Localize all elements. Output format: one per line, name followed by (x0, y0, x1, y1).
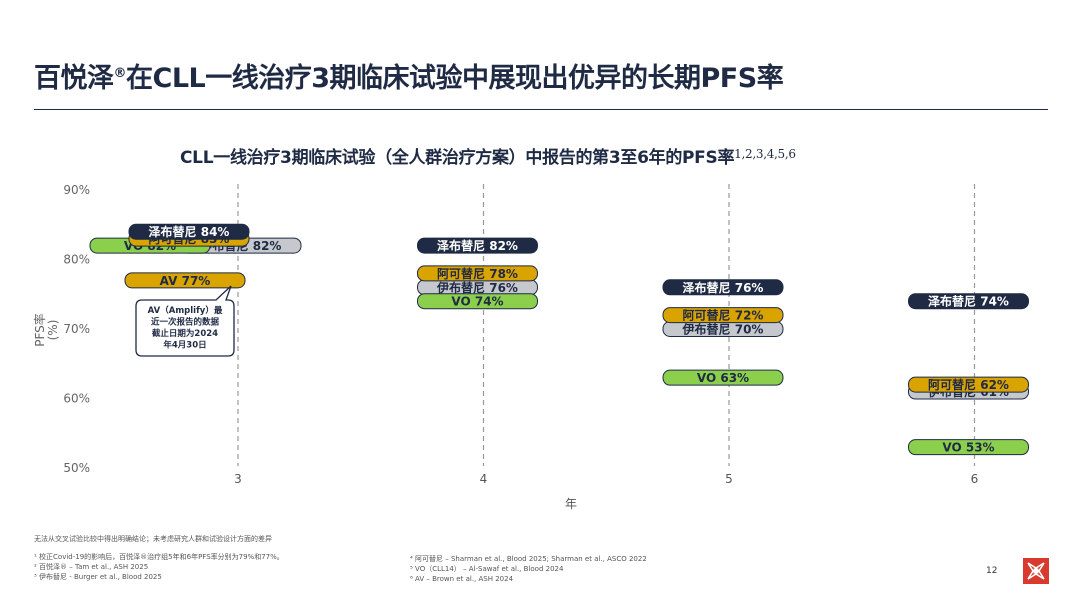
pill-marker (417, 265, 538, 282)
data-label: 泽布替尼 82% (437, 238, 518, 253)
data-label: VO 53% (942, 441, 994, 455)
y-tick-label: 70% (63, 322, 90, 336)
footnote-disclaimer: 无法从交叉试验比较中得出明确结论；未考虑研究人群和试验设计方面的差异 (34, 535, 272, 543)
pill-marker (124, 272, 246, 289)
data-label: AV 77% (160, 274, 211, 288)
footnote-5: ⁵ VO（CLL14） – Al-Sawaf et al., Blood 202… (410, 565, 564, 573)
pill-marker (417, 293, 538, 310)
annotation-text: AV（Amplify）最 (148, 305, 223, 316)
footnote-3: ³ 伊布替尼 - Burger et al., Blood 2025 (34, 573, 162, 581)
footnote-6: ⁶ AV – Brown et al., ASH 2024 (410, 575, 514, 583)
data-label: VO 63% (697, 371, 749, 385)
data-label: 阿可替尼 62% (928, 377, 1009, 392)
pill-marker (908, 376, 1029, 393)
footnote-1: ¹ 校正Covid-19的影响后，百悦泽®治疗组5年和6年PFS率分别为79%和… (34, 553, 284, 561)
x-tick-label: 4 (480, 472, 488, 486)
pill-marker (908, 439, 1029, 456)
title-divider (34, 109, 1048, 110)
x-tick-label: 3 (234, 472, 242, 486)
x-tick-label: 6 (971, 472, 979, 486)
data-label: 泽布替尼 76% (683, 280, 764, 295)
annotation-text: 近一次报告的数据 (151, 317, 220, 328)
annotation-text: 截止日期为2024 (152, 328, 218, 339)
annotation-text: 年4月30日 (163, 340, 206, 351)
data-label: 泽布替尼 84% (149, 224, 230, 239)
beigene-logo-icon (1023, 558, 1049, 584)
data-label: 阿可替尼 78% (437, 266, 518, 281)
x-tick-label: 5 (725, 472, 733, 486)
pill-marker (662, 307, 784, 324)
page-title: 百悦泽®在CLL一线治疗3期临床试验中展现出优异的长期PFS率 (34, 63, 784, 94)
pill-marker (662, 279, 784, 296)
y-tick-label: 90% (63, 183, 90, 197)
footnote-2: ² 百悦泽® – Tam et al., ASH 2025 (34, 563, 149, 571)
y-axis-label-line: PFS率 (32, 313, 47, 347)
footnote-4: ⁴ 阿可替尼 – Sharman et al., Blood 2025; Sha… (410, 555, 647, 563)
y-axis-label: PFS率(%) (32, 313, 60, 347)
annotation-callout (135, 285, 235, 357)
pill-marker (908, 293, 1029, 310)
y-tick-label: 80% (63, 253, 90, 267)
pill-marker (128, 223, 250, 240)
data-label: 伊布替尼 76% (436, 280, 518, 295)
page-number: 12 (986, 566, 998, 576)
y-tick-label: 50% (63, 461, 90, 475)
chart-title: CLL一线治疗3期临床试验（全人群治疗方案）中报告的第3至6年的PFS率1,2,… (180, 147, 796, 168)
data-label: VO 74% (451, 295, 503, 309)
y-axis-label-line: (%) (46, 320, 60, 341)
data-label: 阿可替尼 72% (683, 308, 764, 323)
pill-marker (417, 237, 538, 254)
x-axis-label: 年 (565, 497, 577, 511)
data-label: 伊布替尼 70% (682, 322, 764, 337)
y-tick-label: 60% (63, 392, 90, 406)
data-label: 泽布替尼 74% (928, 294, 1009, 309)
pill-marker (662, 369, 784, 386)
